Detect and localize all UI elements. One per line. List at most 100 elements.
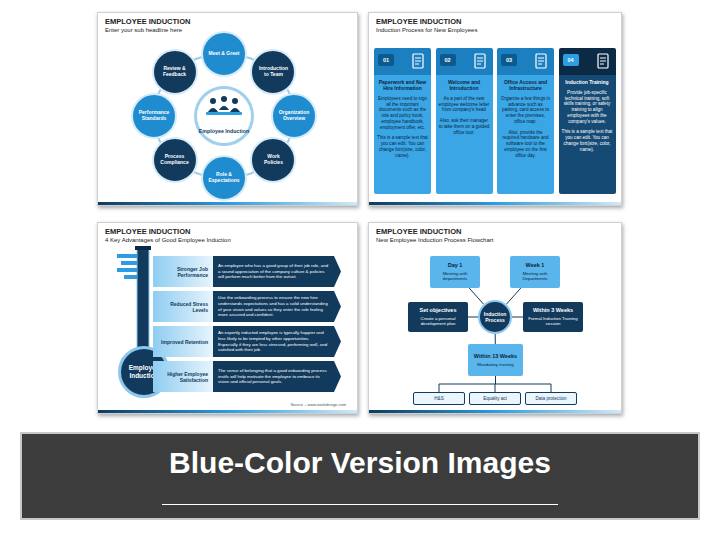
row-d: An expertly inducted employee is typical…	[213, 326, 341, 357]
icon-stroke	[415, 58, 421, 59]
fc-d: Formal Induction Training session	[526, 316, 580, 327]
source-note: Source – www.workdesign.com	[290, 402, 346, 407]
row-d: An employee who has a good grasp of thei…	[213, 256, 341, 287]
row-l: Improved Retention	[153, 326, 213, 357]
row-l: Higher Employee Satisfaction	[153, 361, 213, 392]
connector	[469, 288, 484, 304]
ctr1-text: Employee Induction	[199, 128, 249, 134]
process-box: Day 1Meeting with departments	[430, 256, 480, 288]
key-tooth	[124, 275, 137, 279]
s-title: EMPLOYEE INDUCTION	[376, 227, 461, 236]
training-box: H&S	[413, 392, 465, 405]
head	[210, 98, 216, 104]
step-number-box: 03	[501, 54, 517, 66]
step-circle: Process Compliance	[152, 137, 198, 183]
fc-h: Within 3 Weeks	[526, 307, 580, 314]
step-circle: Performance Standards	[131, 93, 177, 139]
icon-stroke	[477, 61, 483, 62]
s-sub: Induction Process for New Employees	[376, 27, 477, 33]
column-icon	[411, 53, 425, 69]
icon-stroke	[415, 61, 421, 62]
step-circle: Introduction to Team	[250, 49, 296, 95]
step-circle: Role & Expectations	[201, 155, 247, 201]
icon-stroke	[600, 61, 606, 62]
icon-stroke	[477, 58, 483, 59]
ctr4-text: Induction Process	[483, 311, 507, 323]
connector	[495, 334, 496, 344]
process-column: Welcome and IntroductionAs a part of the…	[436, 48, 493, 194]
slide-panel: EMPLOYEE INDUCTIONEnter your sub headlin…	[97, 12, 358, 206]
icon-outline	[413, 54, 423, 68]
step-circle: Review & Feedback	[152, 49, 198, 95]
head	[221, 96, 227, 102]
s-title: EMPLOYEE INDUCTION	[376, 17, 461, 26]
col-b: Also, ask their manager to take them on …	[439, 118, 490, 135]
col-b: Employees need to sign all the important…	[377, 96, 428, 130]
hub-fill	[194, 86, 254, 146]
process-box: Within 3 WeeksFormal Induction Training …	[523, 302, 583, 332]
s-title: EMPLOYEE INDUCTION	[105, 17, 190, 26]
col-b: Organize a few things in advance such as…	[500, 96, 551, 125]
row-d: Use the onboarding process to ensure the…	[213, 291, 341, 322]
row-l: Stronger Job Performance	[153, 256, 213, 287]
key-tooth	[117, 254, 137, 258]
icon-stroke	[538, 64, 542, 65]
icon-stroke	[600, 58, 606, 59]
body	[208, 108, 218, 112]
s-sub: 4 Key Advantages of Good Employee Induct…	[105, 237, 231, 243]
col-h: Welcome and Introduction	[439, 79, 490, 91]
s-sub: Enter your sub headline here	[105, 27, 182, 33]
icon-stroke	[600, 64, 604, 65]
slide-panel: EMPLOYEE INDUCTIONNew Employee Induction…	[368, 222, 622, 414]
circ-text: Meet & Greet	[209, 51, 240, 57]
col-b: Provide job-specific technical training,…	[562, 90, 613, 124]
step-circle: Organization Overview	[271, 93, 317, 139]
step-number-box: 01	[378, 54, 394, 66]
hub-circle: Employee Induction	[194, 86, 254, 146]
connector	[468, 317, 478, 318]
fc-d: Mandatory training	[471, 362, 520, 368]
table	[206, 112, 242, 115]
fc-h: Set objectives	[411, 307, 465, 314]
training-box: Data protection	[525, 392, 577, 405]
process-box: Week 1Meeting with Departments	[510, 256, 560, 288]
key-tooth	[121, 261, 137, 265]
advantage-band: Improved RetentionAn expertly inducted e…	[153, 326, 341, 357]
slide-panel: EMPLOYEE INDUCTION4 Key Advantages of Go…	[97, 222, 358, 414]
icon-outline	[475, 54, 485, 68]
connector	[496, 376, 552, 392]
col-b: Also, provide the required hardware and …	[500, 130, 551, 159]
accent-bar	[98, 410, 357, 413]
key-cap	[135, 246, 151, 250]
advantage-band: Higher Employee SatisfactionThe sense of…	[153, 361, 341, 392]
process-column: Office Access and InfrastructureOrganize…	[497, 48, 554, 194]
icon-outline	[598, 54, 608, 68]
hub-circle: Induction Process	[478, 300, 512, 334]
column-icon	[534, 53, 548, 69]
advantage-band: Stronger Job PerformanceAn employee who …	[153, 256, 341, 287]
num-text: 04	[567, 57, 573, 63]
bot-text: Data protection	[535, 396, 566, 401]
col-b: This is a sample text that you can edit.…	[377, 135, 428, 158]
connector	[439, 376, 496, 392]
body	[219, 106, 229, 110]
accent-bar	[369, 202, 621, 205]
step-circle: Work Policies	[250, 137, 296, 183]
col-h: Office Access and Infrastructure	[500, 79, 551, 91]
process-box: Within 13 WeeksMandatory training	[468, 344, 523, 376]
circ-text: Introduction to Team	[257, 66, 289, 78]
process-column: Paperwork and New Hire InformationEmploy…	[374, 48, 431, 194]
column-icon	[596, 53, 610, 69]
circ-text: Role & Expectations	[208, 172, 240, 184]
step-circle: Meet & Greet	[201, 31, 247, 77]
column-icon	[473, 53, 487, 69]
fc-d: Meeting with Departments	[513, 271, 557, 282]
banner-title: Blue-Color Version Images	[20, 446, 700, 480]
key-shaft	[137, 248, 149, 350]
circ-text: Work Policies	[257, 154, 289, 166]
advantage-band: Reduced Stress LevelsUse the onboarding …	[153, 291, 341, 322]
circ-text: Organization Overview	[278, 110, 310, 122]
people-icon	[206, 96, 242, 115]
icon-stroke	[538, 61, 544, 62]
